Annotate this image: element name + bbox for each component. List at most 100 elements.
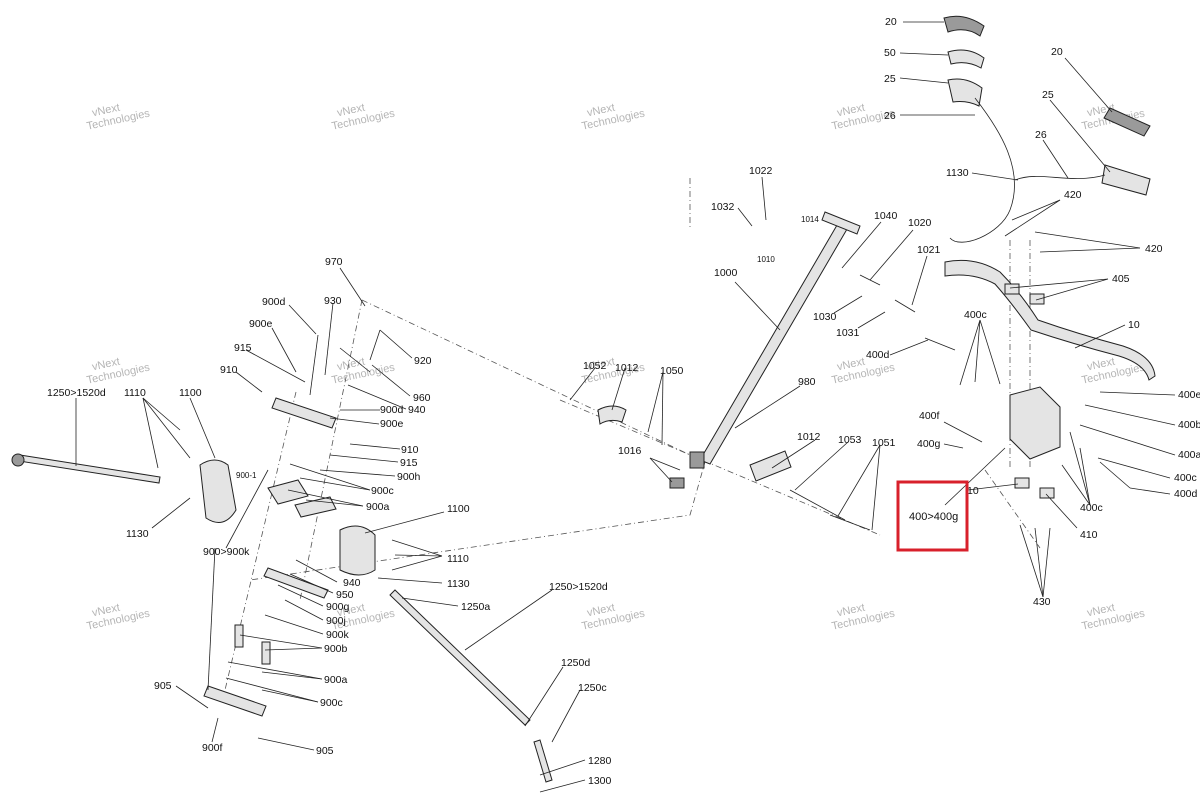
grip-mid bbox=[947, 49, 985, 69]
callout-1014: 1014 bbox=[801, 215, 819, 224]
bushing-1016 bbox=[669, 477, 685, 489]
callout-400c: 400c bbox=[1080, 502, 1103, 514]
tie-rod-right bbox=[389, 589, 531, 726]
callout-labels: 20 50 25 26 20 25 26 1130 420 420 405 10… bbox=[47, 16, 1200, 787]
callout-900d: 900d bbox=[262, 296, 286, 308]
watermark: vNext Technologies bbox=[831, 602, 897, 633]
callout-1250c: 1250c bbox=[578, 682, 607, 694]
watermark: vNext Technologies bbox=[86, 602, 152, 633]
callout-400d: 400d bbox=[1174, 488, 1198, 500]
callout-1250a: 1250a bbox=[461, 601, 490, 613]
arm-920-link bbox=[339, 347, 371, 373]
grip-right-upper bbox=[1103, 107, 1151, 137]
callout-900-900k: 900>900k bbox=[203, 546, 250, 558]
leader-lines bbox=[75, 21, 1176, 793]
callout-10: 10 bbox=[967, 485, 979, 497]
callout-1130: 1130 bbox=[447, 578, 470, 590]
callout-940: 940 bbox=[343, 577, 361, 589]
callout-1280: 1280 bbox=[588, 755, 612, 767]
callout-1051: 1051 bbox=[872, 437, 896, 449]
bolt-1051 bbox=[829, 514, 871, 531]
steering-cover-right bbox=[339, 525, 376, 576]
callout-900-1: 900-1 bbox=[236, 471, 257, 480]
callout-910: 910 bbox=[401, 444, 419, 456]
callout-400b: 400b bbox=[1178, 419, 1200, 431]
callout-900j: 900j bbox=[326, 615, 346, 627]
watermark-line1: vNext bbox=[836, 102, 866, 120]
callout-900e: 900e bbox=[249, 318, 273, 330]
callout-430: 430 bbox=[1033, 596, 1051, 608]
callout-25: 25 bbox=[884, 73, 896, 85]
bolt-920 bbox=[369, 329, 381, 361]
callout-400c: 400c bbox=[964, 309, 987, 321]
steering-arm-plate bbox=[271, 397, 337, 429]
callout-25: 25 bbox=[1042, 89, 1054, 101]
steering-column-group bbox=[597, 211, 916, 531]
column-lower-cap bbox=[689, 451, 705, 469]
callout-1030: 1030 bbox=[813, 311, 837, 323]
watermark-line1: vNext bbox=[586, 102, 616, 120]
highlight-callout[interactable]: 400>400g bbox=[896, 480, 969, 552]
callout-900c: 900c bbox=[320, 697, 343, 709]
callout-960: 960 bbox=[413, 392, 431, 404]
highlight-box[interactable] bbox=[896, 480, 969, 552]
callout-940: 940 bbox=[408, 404, 426, 416]
riser-block bbox=[1009, 386, 1061, 460]
callout-1110: 1110 bbox=[447, 553, 469, 565]
callout-50: 50 bbox=[884, 47, 896, 59]
watermark-line1: vNext bbox=[91, 602, 121, 620]
callout-1100: 1100 bbox=[447, 503, 470, 515]
callout-1250d: 1250d bbox=[561, 657, 590, 669]
bolt-1053 bbox=[789, 489, 846, 521]
callout-1052: 1052 bbox=[583, 360, 607, 372]
tie-rod-end-right bbox=[533, 739, 553, 783]
callout-910: 910 bbox=[220, 364, 238, 376]
callout-950: 950 bbox=[336, 589, 354, 601]
callout-1012: 1012 bbox=[797, 431, 821, 443]
watermark-line1: vNext bbox=[336, 356, 366, 374]
watermark-line1: vNext bbox=[1086, 602, 1116, 620]
tie-rod-left bbox=[18, 454, 161, 484]
callout-400c: 400c bbox=[1174, 472, 1197, 484]
spacer-b bbox=[261, 641, 271, 665]
callout-900k: 900k bbox=[326, 629, 350, 641]
grip-right-lower bbox=[1101, 164, 1151, 196]
watermark-line1: vNext bbox=[1086, 356, 1116, 374]
watermark: vNext Technologies bbox=[1081, 602, 1147, 633]
callout-980: 980 bbox=[798, 376, 816, 388]
watermark-line1: vNext bbox=[586, 356, 616, 374]
callout-400f: 400f bbox=[919, 410, 940, 422]
callout-905: 905 bbox=[316, 745, 334, 757]
tie-rod-group bbox=[11, 329, 553, 783]
callout-400d: 400d bbox=[866, 349, 890, 361]
handlebar-group bbox=[924, 15, 1156, 499]
tie-rod-end-left bbox=[11, 453, 25, 467]
callout-400a: 400a bbox=[1178, 449, 1200, 461]
callout-1012: 1012 bbox=[615, 362, 639, 374]
callout-1020: 1020 bbox=[908, 217, 932, 229]
grip-lower bbox=[947, 78, 983, 107]
watermark-line1: vNext bbox=[336, 602, 366, 620]
callout-1050: 1050 bbox=[660, 365, 684, 377]
callout-900c: 900c bbox=[371, 485, 394, 497]
watermark-line1: vNext bbox=[836, 602, 866, 620]
watermark: vNext Technologies bbox=[581, 102, 647, 133]
bracket-1012 bbox=[749, 450, 792, 482]
bushing-1012a bbox=[597, 405, 627, 425]
callout-1000: 1000 bbox=[714, 267, 738, 279]
callout-900a: 900a bbox=[324, 674, 348, 686]
callout-400e: 400e bbox=[1178, 389, 1200, 401]
steering-arm-lower bbox=[294, 496, 337, 518]
callout-10: 10 bbox=[1128, 319, 1140, 331]
spacer-a bbox=[234, 624, 244, 648]
callout-915: 915 bbox=[234, 342, 252, 354]
pin-1021 bbox=[894, 299, 916, 313]
watermark-line1: vNext bbox=[586, 602, 616, 620]
steering-cover-left bbox=[199, 459, 237, 523]
callout-1300: 1300 bbox=[588, 775, 612, 787]
callout-1021: 1021 bbox=[917, 244, 941, 256]
watermark: vNext Technologies bbox=[331, 102, 397, 133]
grip-top bbox=[943, 15, 985, 37]
clamp-405a bbox=[1004, 283, 1020, 295]
